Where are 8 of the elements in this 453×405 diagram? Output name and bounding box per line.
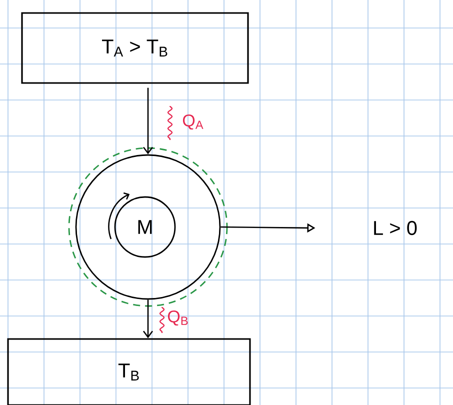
- edge-label: Q$_{B}$: [168, 310, 188, 326]
- cold-reservoir-box: T$_{B}$: [7, 338, 251, 405]
- hot-reservoir-box: T$_{A}$ > T$_{B}$: [21, 12, 249, 84]
- arrow: [142, 88, 154, 154]
- engine-circle: [75, 154, 221, 300]
- edge-label: Q$_{A}$: [182, 114, 204, 130]
- arrow: [142, 300, 154, 338]
- work-label: L > 0: [374, 220, 417, 236]
